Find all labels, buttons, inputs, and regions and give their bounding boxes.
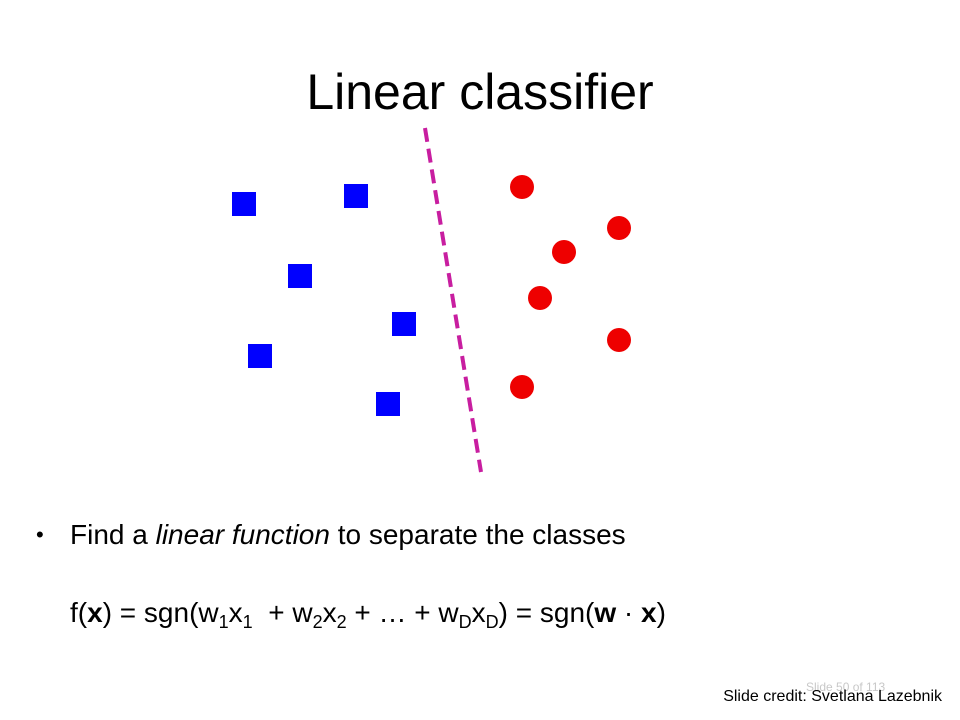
formula-part: ) = sgn( [498,597,595,628]
class-b-circle [510,375,534,399]
class-b-circle [607,328,631,352]
slide-credit: Slide credit: Svetlana Lazebnik [723,688,942,705]
formula-part: + w [252,597,313,628]
class-b-circle [552,240,576,264]
formula-subscript: 2 [336,612,347,632]
bullet-point: • Find a linear function to separate the … [36,516,626,554]
formula-bold-w: w [594,597,617,628]
formula-subscript: 1 [242,612,253,632]
formula-subscript: D [485,612,499,632]
class-a-square [392,312,416,336]
bullet-text-emphasis: linear function [155,519,330,550]
bullet-text-suffix: to separate the classes [329,519,626,550]
class-a-square [344,184,368,208]
formula-dot-operator: · [616,597,642,628]
slide-title: Linear classifier [306,64,654,120]
class-a-square [232,192,256,216]
classifier-formula: f(x) = sgn(w1x1 + w2x2 + … + wDxD) = sgn… [70,594,666,641]
formula-part: x [228,597,243,628]
formula-bold-x: x [87,597,103,628]
class-b-circle [607,216,631,240]
formula-subscript: 1 [218,612,229,632]
formula-part: f( [70,597,88,628]
bullet-text-prefix: Find a [70,519,156,550]
formula-part: x [322,597,337,628]
formula-subscript: 2 [312,612,323,632]
class-b-circle [528,286,552,310]
class-a-square [288,264,312,288]
decision-boundary-dashed-line [423,127,483,473]
formula-part: + … + w [346,597,459,628]
formula-part: ) = sgn(w [102,597,219,628]
formula-subscript: D [458,612,472,632]
bullet-dot-icon: • [36,522,44,547]
formula-part: ) [656,597,666,628]
class-a-square [248,344,272,368]
class-a-square [376,392,400,416]
formula-bold-x: x [641,597,657,628]
class-b-circle [510,175,534,199]
formula-part: x [471,597,486,628]
slide-number: Slide 50 of 113 [806,680,886,694]
